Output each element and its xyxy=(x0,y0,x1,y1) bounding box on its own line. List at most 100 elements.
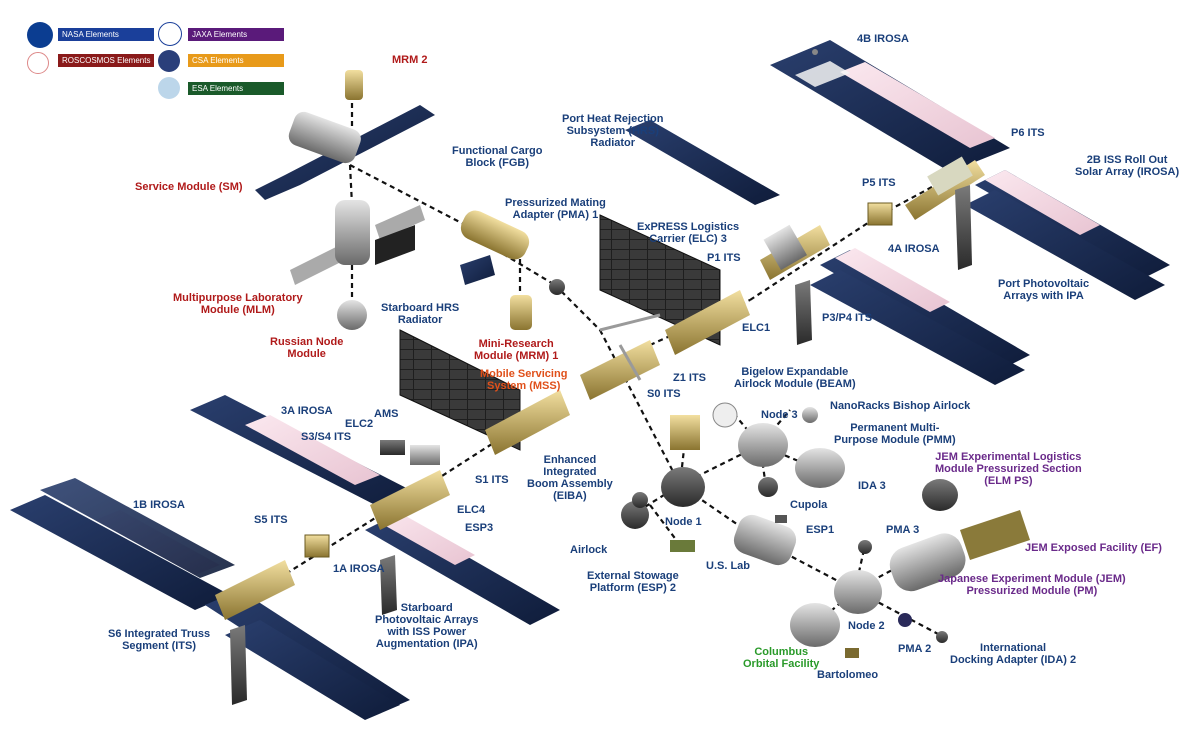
csa-logo xyxy=(158,50,180,72)
label-p1: P1 ITS xyxy=(707,252,741,264)
ida3-adapter xyxy=(858,540,872,554)
label-us-lab: U.S. Lab xyxy=(706,560,751,572)
label-4b-irosa: 4B IROSA xyxy=(857,33,909,45)
label-z1: Z1 ITS xyxy=(673,372,707,384)
p6-truss xyxy=(905,156,985,270)
esa-logo xyxy=(158,77,180,99)
esp2-platform xyxy=(670,540,695,552)
pma2-adapter xyxy=(898,613,912,627)
legend-item-roscosmos: ROSCOSMOS Elements xyxy=(58,54,154,67)
legend-item-csa: CSA Elements xyxy=(188,54,284,67)
label-nanoracks: NanoRacks Bishop Airlock xyxy=(830,400,971,412)
jem-pm-module xyxy=(889,533,966,592)
p3p4-truss xyxy=(760,224,830,345)
label-jem-pm: Japanese Experiment Module (JEM)Pressuri… xyxy=(938,573,1126,597)
label-3a-irosa: 3A IROSA xyxy=(281,405,333,417)
fgb-module xyxy=(460,210,530,285)
airlock-module xyxy=(621,492,649,529)
label-1b-irosa: 1B IROSA xyxy=(133,499,185,511)
s5-truss xyxy=(304,534,330,558)
label-service-module: Service Module (SM) xyxy=(135,181,243,193)
mrm2-module xyxy=(345,70,363,100)
esp1-platform xyxy=(775,515,787,523)
jaxa-logo xyxy=(158,22,182,46)
label-node2: Node 2 xyxy=(848,620,885,632)
label-bartolomeo: Bartolomeo xyxy=(817,669,879,681)
starboard-hrs-radiator xyxy=(399,329,521,451)
jem-ef xyxy=(960,510,1030,560)
node3-module xyxy=(738,423,788,467)
s1-truss xyxy=(485,390,570,455)
s6-truss xyxy=(215,560,295,620)
columbus-module xyxy=(790,603,840,647)
label-p3p4: P3/P4 ITS xyxy=(822,312,873,324)
mss-arm xyxy=(599,313,661,381)
nanoracks-airlock xyxy=(802,407,818,423)
label-jem-ef: JEM Exposed Facility (EF) xyxy=(1025,542,1162,554)
roscosmos-logo xyxy=(27,52,49,74)
label-cupola: Cupola xyxy=(790,499,828,511)
ida2-adapter xyxy=(936,631,948,643)
russian-node-module xyxy=(337,300,367,330)
cupola xyxy=(758,477,778,497)
label-s3s4: S3/S4 ITS xyxy=(301,431,352,443)
label-elc4: ELC4 xyxy=(457,504,486,516)
service-module xyxy=(255,105,435,200)
label-ida3: IDA 3 xyxy=(858,480,886,492)
legend-item-jaxa: JAXA Elements xyxy=(188,28,284,41)
us-lab-module xyxy=(733,514,797,566)
label-ams: AMS xyxy=(374,408,399,420)
z1-truss xyxy=(670,415,700,450)
label-p5: P5 ITS xyxy=(862,177,896,189)
solar-array-s6-stbd xyxy=(205,555,410,720)
mlm-module xyxy=(290,200,425,285)
elm-module xyxy=(922,479,958,511)
label-elc1: ELC1 xyxy=(742,322,771,334)
solar-array-6-port xyxy=(965,170,1170,300)
pmm-module xyxy=(795,448,845,488)
solar-array-1a-stbd xyxy=(365,510,560,625)
solar-array-3a-stbd xyxy=(190,395,420,510)
label-pma2: PMA 2 xyxy=(898,643,932,655)
label-node1: Node 1 xyxy=(665,516,702,528)
solar-array-4a-port xyxy=(810,248,1030,385)
label-4a-irosa: 4A IROSA xyxy=(888,243,940,255)
port-hrs-radiator xyxy=(599,120,780,346)
mrm1-module xyxy=(510,295,532,330)
label-s5: S5 ITS xyxy=(254,514,288,526)
label-p6: P6 ITS xyxy=(1011,127,1045,139)
p1-truss xyxy=(665,290,750,355)
label-airlock: Airlock xyxy=(570,544,608,556)
label-node3: Node 3 xyxy=(761,409,798,421)
solar-array-4b-port xyxy=(770,40,1010,172)
pma1-adapter xyxy=(549,279,565,295)
s3s4-truss xyxy=(370,470,450,530)
ams-module xyxy=(380,440,440,465)
label-pmm: Permanent Multi-Purpose Module (PMM) xyxy=(834,422,956,446)
nasa-logo xyxy=(27,22,53,48)
node1-module xyxy=(661,467,705,507)
bartolomeo xyxy=(845,648,859,658)
legend-item-nasa: NASA Elements xyxy=(58,28,154,41)
beam-module xyxy=(712,402,738,428)
label-pma3: PMA 3 xyxy=(886,524,920,536)
label-mrm2: MRM 2 xyxy=(392,54,428,66)
